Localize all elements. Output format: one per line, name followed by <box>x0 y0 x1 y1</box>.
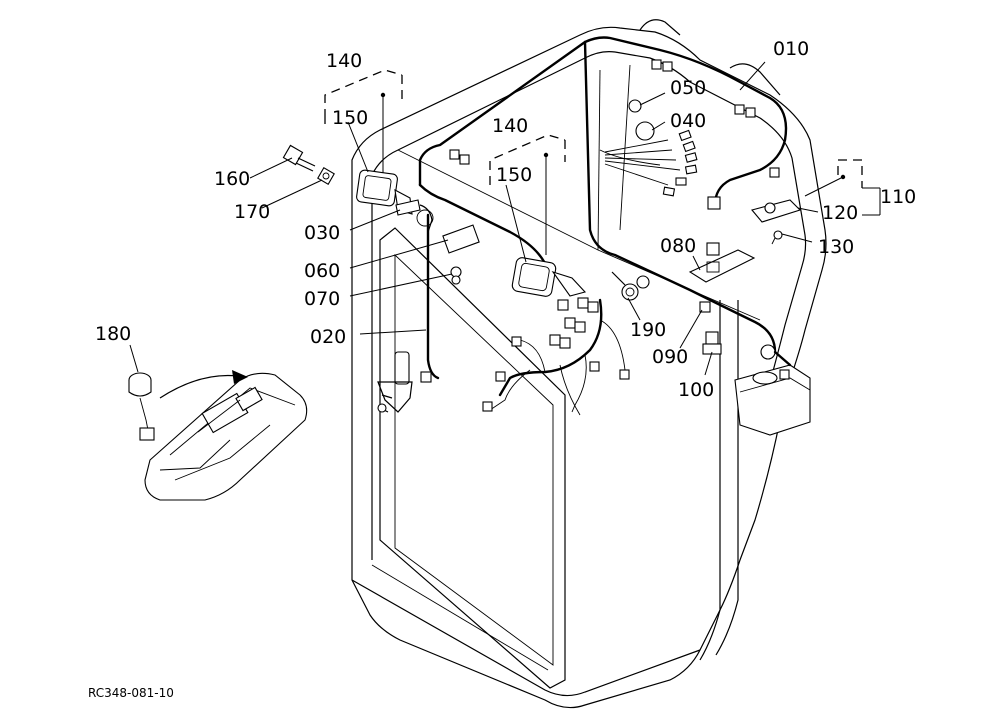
label-140-right: 140 <box>492 115 528 137</box>
washer-tank <box>734 344 811 436</box>
label-080: 080 <box>660 235 696 257</box>
cabin-frame <box>351 19 827 709</box>
label-160: 160 <box>214 168 250 190</box>
pillar-harness-020 <box>377 199 480 413</box>
label-020: 020 <box>310 326 346 348</box>
label-100: 100 <box>678 379 714 401</box>
work-light-right <box>489 134 587 297</box>
label-180: 180 <box>95 323 131 345</box>
label-040: 040 <box>670 110 706 132</box>
dome-parts <box>599 99 698 197</box>
label-050: 050 <box>670 77 706 99</box>
leader-lines <box>129 61 819 376</box>
label-150-right: 150 <box>496 164 532 186</box>
center-harness <box>482 297 630 416</box>
label-170: 170 <box>234 201 270 223</box>
label-130: 130 <box>818 236 854 258</box>
drawing-code: RC348-081-10 <box>88 686 174 700</box>
label-060: 060 <box>304 260 340 282</box>
label-120: 120 <box>822 202 858 224</box>
label-030: 030 <box>304 222 340 244</box>
console-group <box>128 370 308 501</box>
roof-harness-010 <box>418 36 788 354</box>
beacon-group <box>751 159 881 245</box>
part-labels: 010 050 040 140 150 140 150 160 170 030 … <box>95 38 916 401</box>
label-070: 070 <box>304 288 340 310</box>
label-140-left: 140 <box>326 50 362 72</box>
label-150-left: 150 <box>332 107 368 129</box>
label-010: 010 <box>773 38 809 60</box>
label-190: 190 <box>630 319 666 341</box>
label-110: 110 <box>880 186 916 208</box>
grommet-plate-relay <box>611 249 756 355</box>
label-090: 090 <box>652 346 688 368</box>
